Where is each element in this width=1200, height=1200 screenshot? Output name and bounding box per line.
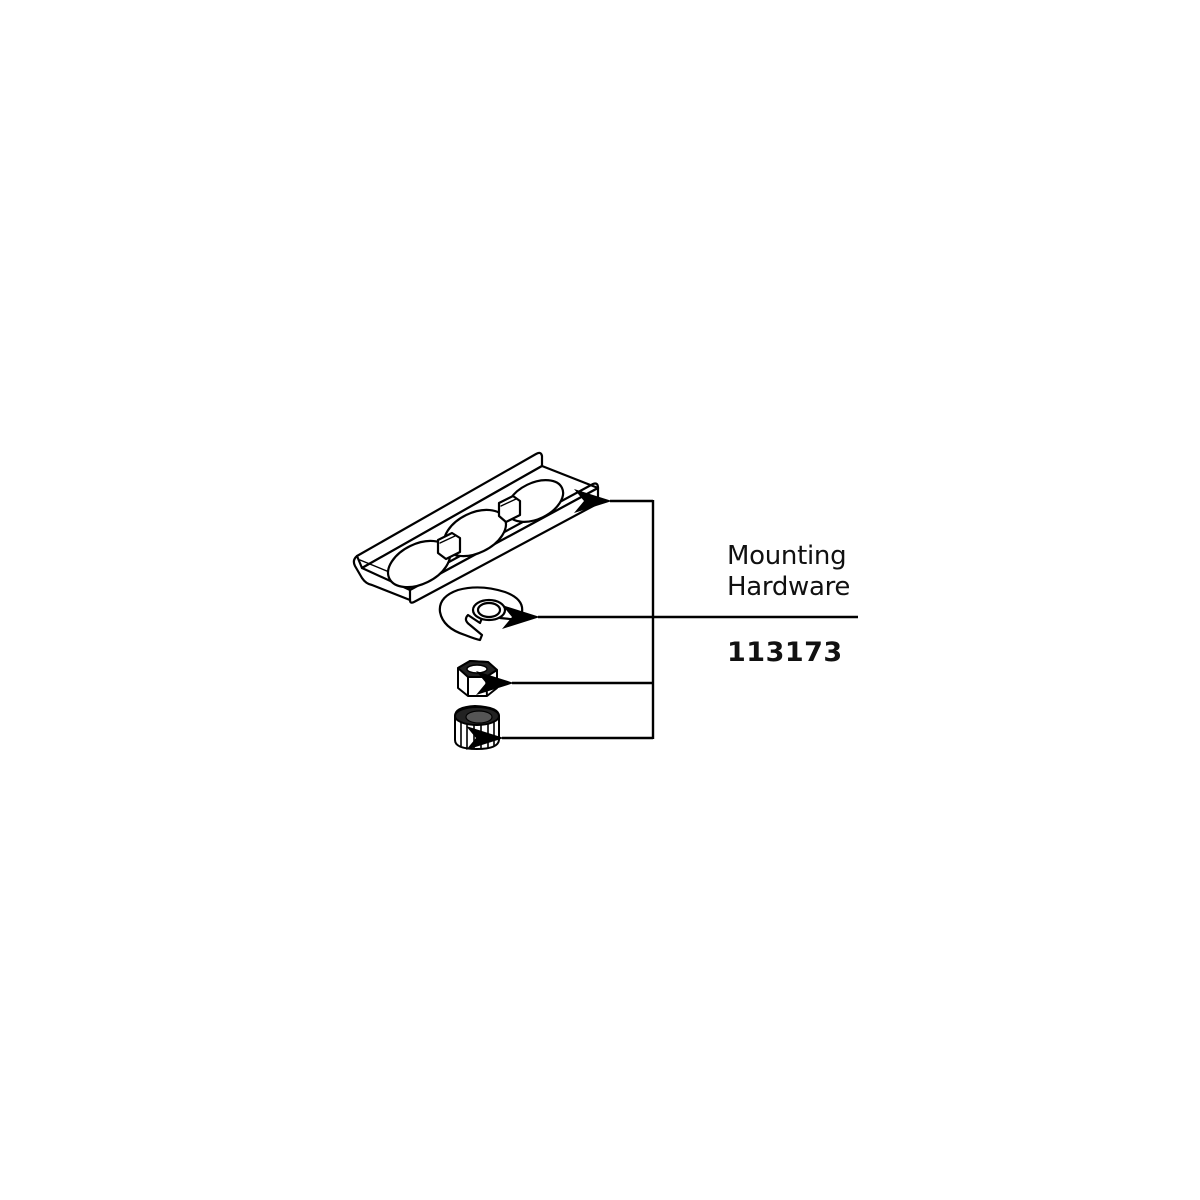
hex-nut-illustration	[457, 660, 498, 697]
coupling-nut-illustration	[454, 705, 500, 750]
callout-label-line1: Mounting	[727, 541, 847, 571]
c-washer-illustration	[438, 586, 524, 642]
part-number: 113173	[727, 637, 843, 668]
callout-label: Mounting Hardware	[727, 541, 877, 603]
callout-label-line2: Hardware	[727, 572, 851, 602]
mounting-bracket-illustration	[352, 451, 600, 604]
callout-arrows	[466, 489, 858, 750]
